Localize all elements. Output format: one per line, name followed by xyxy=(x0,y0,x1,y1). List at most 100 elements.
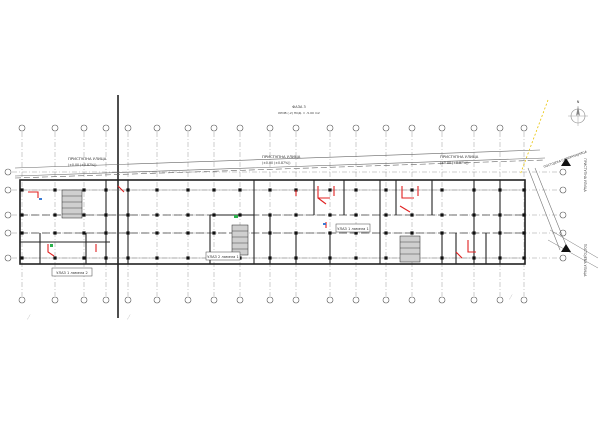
grid-bubble xyxy=(520,124,528,132)
structural-column xyxy=(522,188,526,192)
structural-column xyxy=(212,188,216,192)
grid-bubble xyxy=(438,296,446,304)
structural-column xyxy=(498,213,502,217)
grid-bubble xyxy=(559,168,567,176)
grid-bubble xyxy=(4,254,12,262)
structural-column xyxy=(384,213,388,217)
grid-bubble xyxy=(326,296,334,304)
structural-column xyxy=(104,231,108,235)
right-side-label-2: ПОСТОЈЕЋА УЛИЦА xyxy=(561,244,587,277)
structural-column xyxy=(440,188,444,192)
right-side-label-1: ПРИСТУПНА УЛИЦА xyxy=(561,158,587,192)
structural-column xyxy=(354,188,358,192)
grid-bubble xyxy=(470,296,478,304)
svg-text:ПРИСТУПНА УЛИЦА: ПРИСТУПНА УЛИЦА xyxy=(583,158,587,192)
grid-bubble xyxy=(102,296,110,304)
grid-bubble xyxy=(51,124,59,132)
grid-bubble xyxy=(18,296,26,304)
svg-text:УЛАЗ 2 ламела 1: УЛАЗ 2 ламела 1 xyxy=(207,255,239,259)
structural-column xyxy=(472,231,476,235)
structural-column xyxy=(522,256,526,260)
grid-bubble xyxy=(352,124,360,132)
interior-walls xyxy=(19,180,526,264)
svg-text:УЛАЗ 1 ламела 1: УЛАЗ 1 ламела 1 xyxy=(337,227,369,231)
grid-bubble xyxy=(4,168,12,176)
structural-column xyxy=(472,188,476,192)
structural-column xyxy=(126,256,130,260)
structural-column xyxy=(354,256,358,260)
grid-bubble xyxy=(559,211,567,219)
structural-column xyxy=(294,213,298,217)
grid-bubble xyxy=(236,296,244,304)
structural-column xyxy=(238,213,242,217)
structural-column xyxy=(328,213,332,217)
structural-column xyxy=(82,256,86,260)
stair-core-left xyxy=(61,189,83,219)
structural-column xyxy=(82,213,86,217)
street-label-3: ПРИСТУПНА УЛИЦА (±0.00 (±0.87%)) xyxy=(440,154,479,165)
plan-title: ФАЗА 3 xyxy=(292,105,305,109)
entrance-label-1: УЛАЗ 1 ламела 2 xyxy=(51,267,93,277)
svg-text:(±0.00 (±0.87%)): (±0.00 (±0.87%)) xyxy=(262,161,291,165)
structural-column xyxy=(20,256,24,260)
structural-column xyxy=(238,188,242,192)
structural-column xyxy=(498,188,502,192)
structural-column xyxy=(186,188,190,192)
grid-bubble xyxy=(520,296,528,304)
structural-column xyxy=(440,213,444,217)
north-label: N xyxy=(577,100,580,104)
structural-column xyxy=(522,213,526,217)
grid-bubble xyxy=(496,124,504,132)
svg-text:(±0.00 (±0.87%)): (±0.00 (±0.87%)) xyxy=(440,161,469,165)
svg-text:(±0.00 (±0.87%)): (±0.00 (±0.87%)) xyxy=(68,163,97,167)
structural-column xyxy=(354,213,358,217)
street-label-1: ПРИСТУПНА УЛИЦА (±0.00 (±0.87%)) xyxy=(68,156,107,167)
grid-bubble xyxy=(408,124,416,132)
structural-column xyxy=(155,188,159,192)
svg-text:УЛАЗ 1 ламела 2: УЛАЗ 1 ламела 2 xyxy=(56,271,88,275)
grid-bubble xyxy=(210,124,218,132)
grid-bubble xyxy=(352,296,360,304)
grid-bubble xyxy=(292,124,300,132)
structural-column xyxy=(498,231,502,235)
structural-column xyxy=(384,256,388,260)
vertical-grid-axes xyxy=(18,124,528,304)
stair-core-middle xyxy=(231,224,249,256)
structural-column xyxy=(20,213,24,217)
structural-column xyxy=(410,213,414,217)
structural-column xyxy=(155,213,159,217)
structural-column xyxy=(186,231,190,235)
street-label-2: ПРИСТУПНА УЛИЦА (±0.00 (±0.87%)) xyxy=(262,154,301,165)
plan-subtitle: КРОВ (-2) ПОД. = -5.00 m2 xyxy=(278,111,320,115)
yellow-guide-line xyxy=(519,99,549,176)
structural-column xyxy=(328,231,332,235)
structural-column xyxy=(440,231,444,235)
street-boundary-lines xyxy=(14,149,546,179)
structural-column xyxy=(82,188,86,192)
grid-bubble xyxy=(559,186,567,194)
structural-column xyxy=(472,256,476,260)
svg-text:ПРИСТУПНА УЛИЦА: ПРИСТУПНА УЛИЦА xyxy=(262,154,301,159)
structural-column xyxy=(354,231,358,235)
svg-text:ПОСТОЈЕЋА УЛИЦА: ПОСТОЈЕЋА УЛИЦА xyxy=(583,244,587,277)
structural-column xyxy=(53,256,57,260)
structural-column xyxy=(186,256,190,260)
structural-column xyxy=(53,188,57,192)
structural-column xyxy=(328,188,332,192)
structural-column xyxy=(522,231,526,235)
structural-column xyxy=(440,256,444,260)
grid-bubble xyxy=(4,186,12,194)
grid-bubble xyxy=(266,296,274,304)
structural-column xyxy=(126,231,130,235)
grid-bubble xyxy=(559,254,567,262)
structural-column xyxy=(294,231,298,235)
structural-column xyxy=(104,256,108,260)
grid-bubble xyxy=(124,124,132,132)
grid-bubble xyxy=(4,211,12,219)
grid-bubble xyxy=(210,296,218,304)
green-markers xyxy=(50,215,238,247)
structural-column xyxy=(82,231,86,235)
grid-bubble xyxy=(124,296,132,304)
structural-column xyxy=(410,231,414,235)
